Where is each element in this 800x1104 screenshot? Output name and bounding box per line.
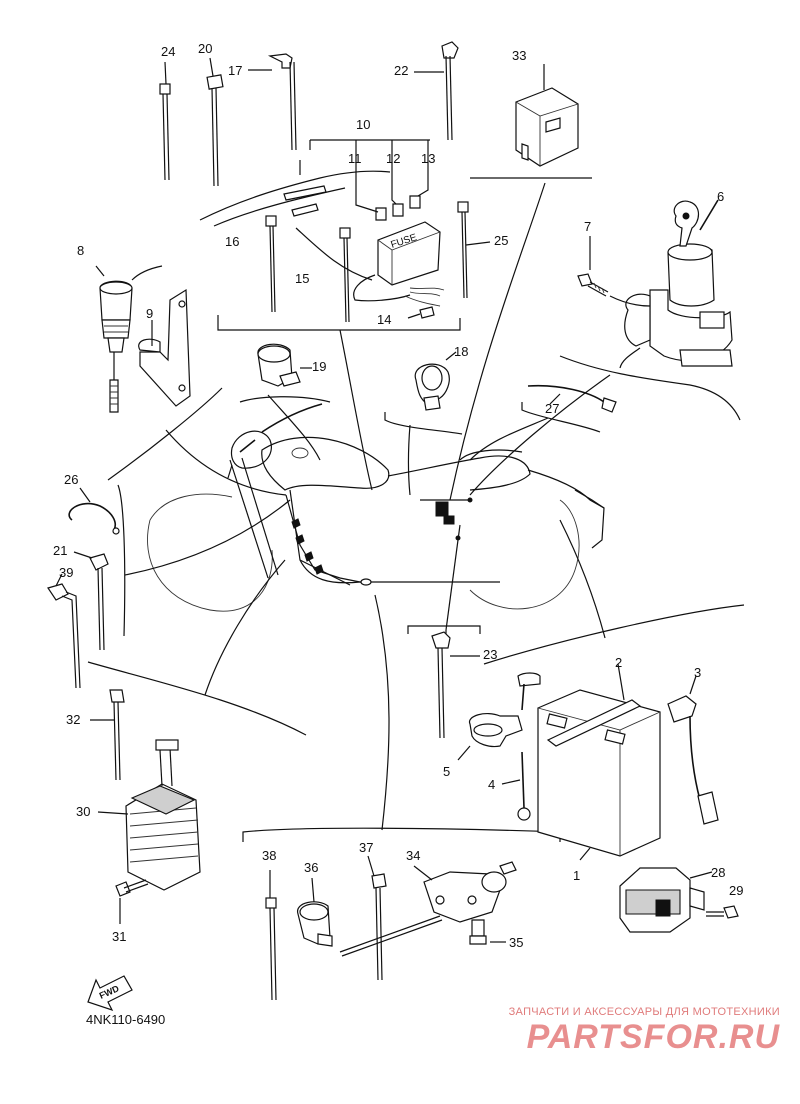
sensor-8-bracket-9 — [95, 265, 191, 413]
callout-33: 33 — [512, 48, 526, 63]
motorcycle-illustration — [147, 403, 605, 612]
callout-20: 20 — [198, 41, 212, 56]
callout-12: 12 — [386, 151, 400, 166]
callout-5: 5 — [443, 764, 450, 779]
callout-15: 15 — [295, 271, 309, 286]
leader-lines — [124, 182, 611, 831]
callout-14: 14 — [377, 312, 391, 327]
fwd-arrow-icon: FWD — [87, 975, 133, 1012]
regulator-28 — [619, 867, 739, 933]
callout-28: 28 — [711, 865, 725, 880]
callout-6: 6 — [717, 189, 724, 204]
watermark-brand: PARTSFOR.RU — [526, 1018, 780, 1056]
left-column-parts — [47, 487, 120, 689]
callout-37: 37 — [359, 840, 373, 855]
clamp-19 — [257, 343, 312, 387]
clamp-18 — [414, 351, 457, 411]
callout-labels: 1 2 3 4 5 6 7 8 9 10 11 12 13 14 15 16 1… — [53, 41, 743, 950]
callout-31: 31 — [112, 929, 126, 944]
callout-1: 1 — [573, 868, 580, 883]
callout-35: 35 — [509, 935, 523, 950]
wire-27 — [527, 384, 617, 413]
callout-39: 39 — [59, 565, 73, 580]
callout-22: 22 — [394, 63, 408, 78]
callout-7: 7 — [584, 219, 591, 234]
watermark: ЗАПЧАСТИ И АКСЕССУАРЫ ДЛЯ МОТОТЕХНИКИ PA… — [480, 1006, 780, 1056]
callout-3: 3 — [694, 665, 701, 680]
callout-8: 8 — [77, 243, 84, 258]
callout-4: 4 — [488, 777, 495, 792]
callout-36: 36 — [304, 860, 318, 875]
callout-17: 17 — [228, 63, 242, 78]
battery-group — [457, 663, 719, 861]
callout-21: 21 — [53, 543, 67, 558]
callout-16: 16 — [225, 234, 239, 249]
callout-38: 38 — [262, 848, 276, 863]
callout-18: 18 — [454, 344, 468, 359]
fuse-box-group: FUSE — [199, 139, 491, 323]
part-code: 4NK110-6490 — [86, 1012, 165, 1027]
bottom-group — [265, 855, 517, 1001]
callout-23: 23 — [483, 647, 497, 662]
callout-2: 2 — [615, 655, 622, 670]
top-cable-ties — [159, 41, 459, 187]
relay-33 — [515, 64, 579, 167]
callout-9: 9 — [146, 306, 153, 321]
callout-34: 34 — [406, 848, 420, 863]
callout-13: 13 — [421, 151, 435, 166]
callout-29: 29 — [729, 883, 743, 898]
callout-27: 27 — [545, 401, 559, 416]
callout-25: 25 — [494, 233, 508, 248]
callout-24: 24 — [161, 44, 175, 59]
callout-26: 26 — [64, 472, 78, 487]
callout-10: 10 — [356, 117, 370, 132]
cable-tie-23 — [431, 631, 480, 739]
callout-30: 30 — [76, 804, 90, 819]
group-brackets — [87, 160, 745, 842]
watermark-subtitle: ЗАПЧАСТИ И АКСЕССУАРЫ ДЛЯ МОТОТЕХНИКИ — [508, 1006, 780, 1018]
callout-19: 19 — [312, 359, 326, 374]
callout-32: 32 — [66, 712, 80, 727]
rectifier-30 — [90, 689, 201, 924]
main-switch-6 — [577, 199, 733, 369]
callout-11: 11 — [348, 151, 362, 166]
